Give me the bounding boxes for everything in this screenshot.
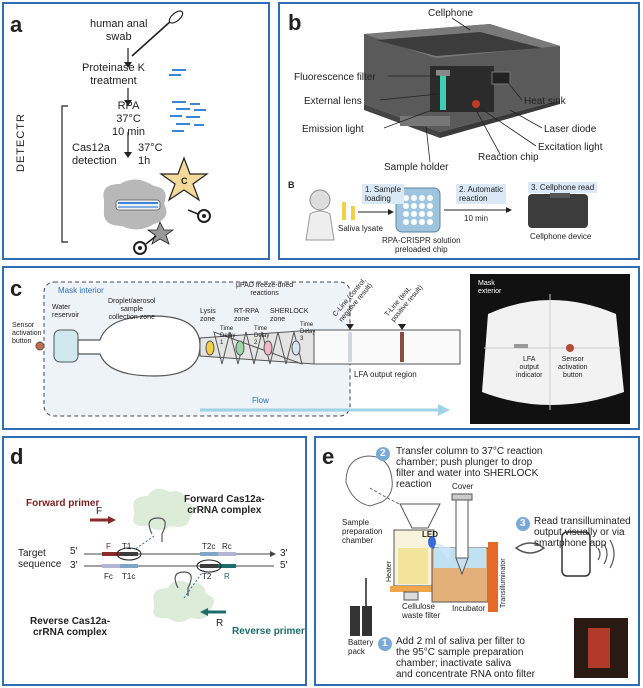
T1c-label: T1c bbox=[122, 572, 136, 581]
device-label: Cellphone device bbox=[530, 232, 592, 241]
step2-number: 2 bbox=[380, 448, 386, 459]
reaction-chip-label: Reaction chip bbox=[478, 152, 539, 163]
laser-diode-label: Laser diode bbox=[544, 124, 597, 135]
chip-label: RPA-CRISPR solution preloaded chip bbox=[382, 236, 461, 254]
external-lens-label: External lens bbox=[304, 96, 362, 107]
fluorescence-filter-label: Fluorescence filter bbox=[294, 72, 376, 83]
F-label: F bbox=[106, 542, 111, 551]
step3-number: 3 bbox=[520, 518, 526, 529]
star-c-label: C bbox=[181, 176, 188, 186]
step2-label: 2. Automatic reaction bbox=[456, 184, 507, 204]
proteinase-label: Proteinase K treatment bbox=[82, 62, 145, 87]
cellphone-device-icon bbox=[528, 194, 588, 228]
battery-label: Battery pack bbox=[348, 638, 374, 656]
heater-label: Heater bbox=[386, 560, 393, 582]
panel-c-graphics bbox=[35, 274, 630, 424]
rtrpa-label: RT-RPA zone bbox=[234, 308, 260, 323]
cellphone-label: Cellphone bbox=[428, 8, 474, 19]
cas12a-label: Cas12a detection bbox=[72, 142, 117, 167]
delay3-label: Time Delay 3 bbox=[300, 322, 316, 342]
three-prime-bottom: 3′ bbox=[70, 560, 78, 571]
emission-light-label: Emission light bbox=[302, 124, 364, 135]
step1-text: Add 2 ml of saliva per filter to the 95°… bbox=[396, 636, 535, 680]
T2c-label: T2c bbox=[202, 542, 216, 551]
step2-text: Transfer column to 37°C reaction chamber… bbox=[396, 446, 543, 490]
panel-c: c Mask interior Sensor activation button bbox=[2, 266, 640, 430]
five-prime-bottom: 5′ bbox=[280, 560, 288, 571]
forward-primer-label: Forward primer bbox=[26, 498, 100, 509]
face-icon bbox=[345, 455, 393, 507]
sample-chamber-label: Sample preparation chamber bbox=[342, 518, 383, 545]
lfa-region-label: LFA output region bbox=[354, 370, 417, 379]
Fc-label: Fc bbox=[104, 572, 113, 581]
person-icon bbox=[305, 189, 335, 241]
T2-label: T2 bbox=[202, 572, 212, 581]
R-label: R bbox=[224, 572, 230, 581]
sample-holder-label: Sample holder bbox=[384, 162, 449, 173]
cover-label: Cover bbox=[452, 482, 474, 491]
sensor-button-label: Sensor activation button bbox=[12, 322, 42, 345]
Rc-label: Rc bbox=[222, 542, 232, 551]
time-label: 10 min bbox=[464, 214, 489, 223]
panel-a: a bbox=[2, 2, 270, 260]
saliva-label: Saliva lysate bbox=[338, 224, 383, 233]
f-primer-letter: F bbox=[96, 506, 103, 517]
panel-b: b bbox=[278, 2, 640, 260]
delay2-label: Time Delay 2 bbox=[254, 326, 270, 346]
step1-number: 1 bbox=[382, 638, 388, 649]
step3-text: Read transilluminated output visually or… bbox=[534, 516, 631, 549]
sensor-button2-label: Sensor activation button bbox=[558, 356, 588, 379]
panel-a-graphics bbox=[61, 10, 211, 255]
led-label: LED bbox=[422, 530, 438, 539]
panel-d-label: d bbox=[10, 444, 24, 469]
reverse-complex-label: Reverse Cas12a- crRNA complex bbox=[30, 616, 111, 638]
rpa-label: RPA 37°C 10 min bbox=[112, 100, 146, 138]
panel-b-graphics bbox=[305, 17, 588, 241]
incubator-label: Incubator bbox=[452, 604, 486, 613]
panel-b-label: b bbox=[288, 10, 302, 35]
five-prime-top: 5′ bbox=[70, 546, 78, 557]
r-primer-letter: R bbox=[216, 618, 224, 629]
sub-label-b: B bbox=[288, 180, 295, 190]
mask-exterior-label: Mask exterior bbox=[478, 280, 502, 295]
excitation-light-label: Excitation light bbox=[538, 142, 603, 153]
step3-label: 3. Cellphone read bbox=[528, 182, 598, 193]
panel-a-label: a bbox=[10, 12, 23, 37]
panel-c-label: c bbox=[10, 276, 23, 301]
collection-zone-label: Droplet/aerosol sample collection zone bbox=[108, 298, 156, 321]
temp-time-label: 37°C 1h bbox=[138, 142, 163, 167]
panel-e-label: e bbox=[322, 444, 335, 469]
lfa-indicator-label: LFA output indicator bbox=[516, 356, 543, 379]
cellulose-label: Cellulose waste filter bbox=[402, 602, 441, 620]
reverse-primer-label: Reverse primer bbox=[232, 626, 305, 637]
T1-label: T1 bbox=[122, 542, 132, 551]
target-label: Target sequence bbox=[18, 548, 62, 570]
star-icon bbox=[159, 156, 209, 202]
panel-e: e bbox=[314, 436, 640, 686]
forward-complex-label: Forward Cas12a- crRNA complex bbox=[184, 494, 265, 516]
heat-sink-label: Heat sink bbox=[524, 96, 566, 107]
lysis-label: Lysis zone bbox=[200, 308, 216, 323]
detectr-label: DETECTR bbox=[15, 113, 27, 172]
panel-e-graphics bbox=[345, 447, 628, 678]
swab-icon bbox=[131, 19, 173, 57]
transilluminator-label: Transilluminator bbox=[500, 558, 507, 608]
water-reservoir-label: Water reservoir bbox=[52, 304, 80, 319]
smartphone-icon bbox=[561, 531, 591, 577]
panel-d-graphics bbox=[84, 488, 276, 622]
three-prime-top: 3′ bbox=[280, 548, 288, 559]
swab-label: human anal swab bbox=[90, 18, 148, 43]
mask-interior-label: Mask interior bbox=[58, 286, 104, 295]
flow-label: Flow bbox=[252, 396, 269, 405]
delay1-label: Time Delay 1 bbox=[220, 326, 236, 346]
step1-label: 1. Sample loading bbox=[362, 184, 405, 204]
upad-label: µPAD freeze-dried reactions bbox=[236, 282, 294, 297]
sherlock-label: SHERLOCK zone bbox=[270, 308, 309, 323]
panel-d: d Forward primer F Forward Cas12a- crRNA… bbox=[2, 436, 307, 686]
